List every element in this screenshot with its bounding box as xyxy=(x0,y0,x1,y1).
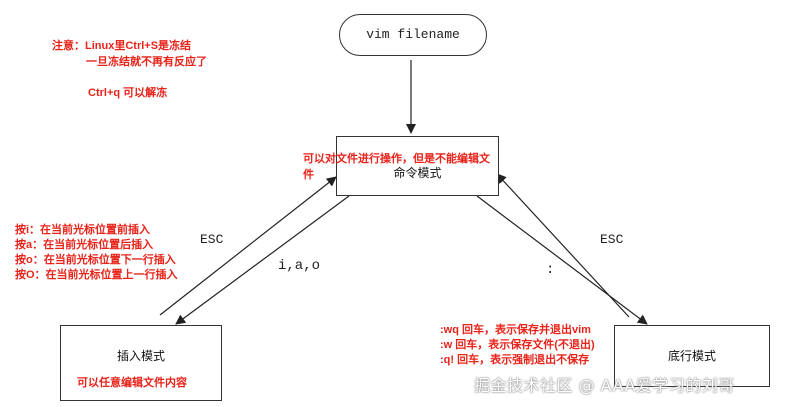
edge-command-to-lastline xyxy=(476,195,648,325)
insert-key-note-a: 按a：在当前光标位置后插入 xyxy=(15,239,154,251)
freeze-note-line-3: Ctrl+q 可以解冻 xyxy=(88,87,168,99)
insert-key-note-O: 按O：在当前光标位置上一行插入 xyxy=(15,269,178,281)
start-node: vim filename xyxy=(339,14,487,56)
edge-label-lastline-to-command: ESC xyxy=(600,232,624,247)
command-mode-note: 可以对文件进行操作，但是不能编辑文件 xyxy=(303,153,490,181)
edge-lastline-to-command xyxy=(496,173,630,318)
freeze-note-line-2: 一旦冻结就不再有反应了 xyxy=(86,56,207,68)
edge-label-command-to-insert: i,a,o xyxy=(278,258,321,274)
insert-mode-note: 可以任意编辑文件内容 xyxy=(77,377,187,389)
edge-label-insert-to-command: ESC xyxy=(200,232,224,247)
insert-key-note-o: 按o：在当前光标位置下一行插入 xyxy=(15,254,176,266)
insert-key-note-i: 按i：在当前光标位置前插入 xyxy=(15,224,151,236)
watermark: 掘金技术社区 @ AAA爱学习的刘哥 xyxy=(474,376,735,395)
lastline-cmd-note-wq: :wq 回车，表示保存并退出vim xyxy=(440,324,591,336)
command-mode-box: 可以对文件进行操作，但是不能编辑文件 命令模式 xyxy=(303,136,499,196)
insert-mode-box: 插入模式 可以任意编辑文件内容 xyxy=(60,325,222,401)
lastline-cmd-note-q: :q! 回车，表示强制退出不保存 xyxy=(440,354,590,366)
lastline-mode-title: 底行模式 xyxy=(667,349,716,363)
edge-insert-to-command xyxy=(159,176,337,316)
insert-mode-title: 插入模式 xyxy=(116,349,165,363)
freeze-note-line-1: 注意：Linux里Ctrl+S是冻结 xyxy=(52,40,192,52)
edge-command-to-insert xyxy=(175,195,350,325)
edge-label-command-to-lastline: : xyxy=(546,262,555,278)
start-node-label: vim filename xyxy=(366,27,460,42)
command-mode-title: 命令模式 xyxy=(393,166,442,180)
lastline-mode-box: 底行模式 xyxy=(614,325,770,387)
lastline-cmd-note-w: :w 回车，表示保存文件(不退出) xyxy=(440,339,595,351)
